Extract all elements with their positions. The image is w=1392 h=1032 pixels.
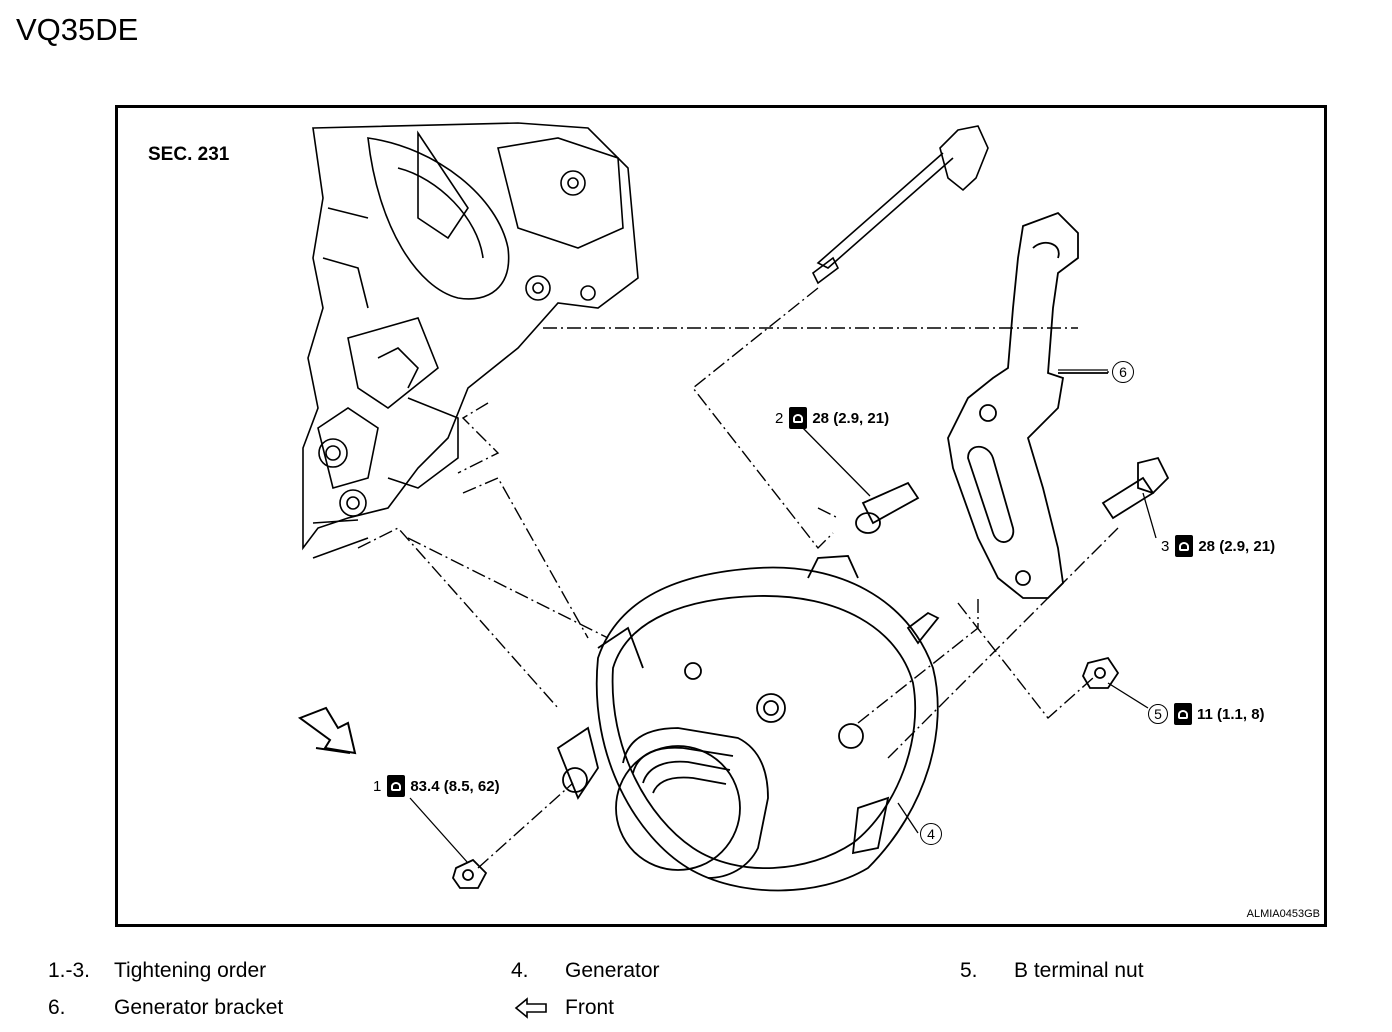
legend-number (511, 996, 565, 1020)
front-arrow-icon (514, 997, 547, 1020)
torque-wrench-icon (1174, 703, 1192, 725)
torque-wrench-icon (789, 407, 808, 429)
legend-number: 4. (511, 959, 529, 982)
callout-number: 1 (373, 777, 382, 795)
torque-callout-3: 3 28 (2.9, 21) (1161, 535, 1275, 557)
legend-text: B terminal nut (1014, 959, 1144, 982)
torque-wrench-icon (387, 775, 406, 797)
legend-item: 5. B terminal nut (960, 959, 1144, 983)
torque-callout-5: 5 11 (1.1, 8) (1148, 703, 1265, 725)
generator-assembly-drawing (297, 122, 1170, 892)
torque-callout-2: 2 28 (2.9, 21) (775, 407, 889, 429)
section-label: SEC. 231 (148, 144, 230, 165)
legend-number: 5. (960, 959, 978, 982)
torque-value: 11 (1.1, 8) (1197, 705, 1265, 723)
b-terminal-nut (1082, 656, 1120, 689)
engine-block (302, 122, 639, 559)
torque-callout-1: 1 83.4 (8.5, 62) (373, 775, 500, 797)
legend-text: Front (565, 996, 615, 1019)
callout-number: 5 (1148, 704, 1168, 724)
legend-item: 1.-3. Tightening order (48, 959, 266, 983)
legend-item: Front (511, 996, 614, 1020)
legend-item: 4. Generator (511, 959, 660, 983)
front-arrow-icon (297, 706, 357, 755)
legend-item: 6. Generator bracket (48, 996, 283, 1020)
part-label-6: 6 (1112, 361, 1134, 383)
legend-text: Generator bracket (114, 996, 284, 1019)
legend-number: 6. (48, 996, 66, 1019)
nut-1 (452, 858, 488, 889)
legend-number: 1.-3. (48, 959, 91, 982)
generator-bracket (947, 211, 1108, 599)
legend-text: Tightening order (114, 959, 267, 982)
exploded-view-figure: SEC. 231 1 83.4 (8.5, 62) 2 28 (2.9, 21)… (115, 105, 1327, 927)
engine-title: VQ35DE (16, 12, 139, 47)
torque-value: 28 (2.9, 21) (1198, 537, 1276, 555)
bolt-2 (855, 481, 920, 534)
torque-wrench-icon (1175, 535, 1194, 557)
torque-value: 83.4 (8.5, 62) (410, 777, 500, 795)
bolt-3 (1101, 456, 1170, 520)
generator (556, 555, 940, 892)
callout-number: 2 (775, 409, 784, 427)
torque-value: 28 (2.9, 21) (812, 409, 890, 427)
alignment-lines (357, 287, 1119, 869)
callout-number: 3 (1161, 537, 1170, 555)
stud-bolt (811, 125, 989, 285)
legend-text: Generator (565, 959, 660, 982)
image-code: ALMIA0453GB (1246, 908, 1320, 920)
leader-lines (409, 369, 1157, 864)
part-label-4: 4 (920, 823, 942, 845)
